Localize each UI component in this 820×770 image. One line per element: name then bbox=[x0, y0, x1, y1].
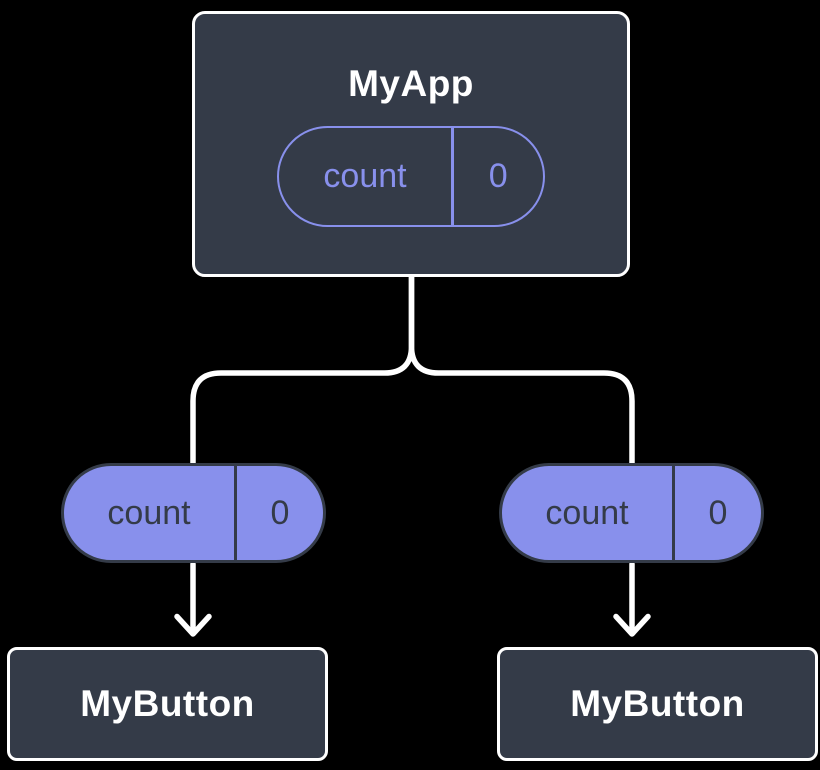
node-mybutton-right: MyButton bbox=[497, 647, 818, 761]
connector-trunk-to-left-pill bbox=[190, 274, 415, 467]
pill-divider bbox=[672, 466, 675, 560]
pill-divider bbox=[234, 466, 237, 560]
node-mybutton-right-title: MyButton bbox=[570, 682, 745, 724]
state-pill-root: count 0 bbox=[277, 125, 545, 227]
state-pill-right-child: count 0 bbox=[499, 463, 764, 563]
state-label: count bbox=[323, 157, 407, 196]
arrow-left-head bbox=[174, 613, 212, 637]
node-myapp: MyApp count 0 bbox=[192, 11, 630, 277]
node-mybutton-left-title: MyButton bbox=[80, 682, 255, 724]
state-value: 0 bbox=[708, 494, 728, 532]
node-myapp-title: MyApp bbox=[348, 63, 474, 104]
state-value: 0 bbox=[270, 494, 290, 532]
state-label: count bbox=[107, 494, 191, 532]
state-label: count bbox=[545, 494, 629, 532]
state-value: 0 bbox=[488, 157, 508, 196]
pill-divider bbox=[451, 127, 454, 225]
state-pill-left-child: count 0 bbox=[61, 463, 326, 563]
node-mybutton-left: MyButton bbox=[7, 647, 328, 761]
connector-trunk-to-right-pill bbox=[408, 274, 635, 467]
arrow-right-head bbox=[613, 613, 651, 637]
